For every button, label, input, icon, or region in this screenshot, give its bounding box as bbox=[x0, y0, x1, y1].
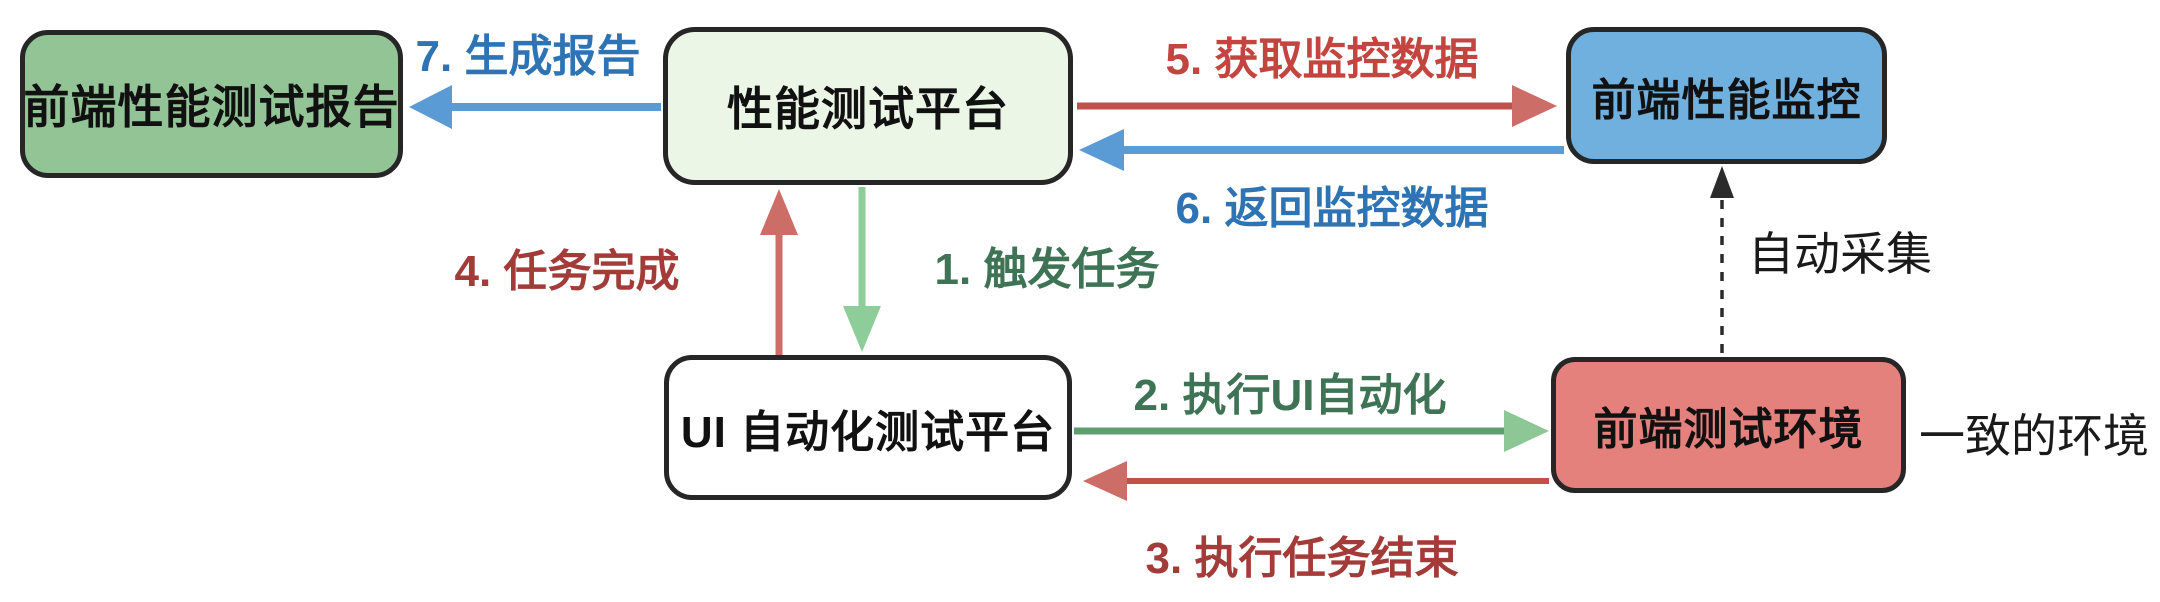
node-frontend-test-env[interactable]: 前端测试环境 bbox=[1551, 357, 1906, 493]
edge-label-return-monitor-data: 6. 返回监控数据 bbox=[1175, 184, 1489, 233]
edge-label-fetch-monitor-data: 5. 获取监控数据 bbox=[1165, 35, 1479, 84]
arrow-return-monitor-data bbox=[1079, 129, 1564, 171]
edge-label-run-ui-automation: 2. 执行UI自动化 bbox=[1133, 371, 1447, 420]
arrow-generate-report bbox=[409, 85, 661, 129]
node-frontend-performance-report-label: 前端性能测试报告 bbox=[23, 81, 400, 133]
node-performance-test-platform[interactable]: 性能测试平台 bbox=[663, 27, 1073, 185]
edge-label-task-end: 3. 执行任务结束 bbox=[1145, 534, 1459, 583]
node-frontend-performance-report[interactable]: 前端性能测试报告 bbox=[20, 30, 403, 178]
edge-label-generate-report: 7. 生成报告 bbox=[415, 32, 641, 81]
node-performance-test-platform-label: 性能测试平台 bbox=[727, 83, 1009, 135]
annotation-auto-collect: 自动采集 bbox=[1748, 228, 1932, 280]
annotation-consistent-environment: 一致的环境 bbox=[1919, 410, 2149, 462]
node-ui-automation-platform-label: UI 自动化测试平台 bbox=[680, 407, 1056, 457]
edge-label-task-complete: 4. 任务完成 bbox=[454, 247, 680, 296]
edge-label-trigger-task: 1. 触发任务 bbox=[934, 245, 1160, 294]
arrow-trigger-task bbox=[843, 187, 881, 352]
node-ui-automation-platform[interactable]: UI 自动化测试平台 bbox=[664, 355, 1072, 500]
arrow-task-end bbox=[1083, 461, 1549, 501]
arrow-task-complete bbox=[760, 189, 798, 357]
node-frontend-performance-monitor[interactable]: 前端性能监控 bbox=[1566, 27, 1887, 164]
arrow-fetch-monitor-data bbox=[1077, 85, 1557, 127]
node-frontend-test-env-label: 前端测试环境 bbox=[1593, 405, 1864, 454]
node-frontend-performance-monitor-label: 前端性能监控 bbox=[1591, 75, 1862, 125]
